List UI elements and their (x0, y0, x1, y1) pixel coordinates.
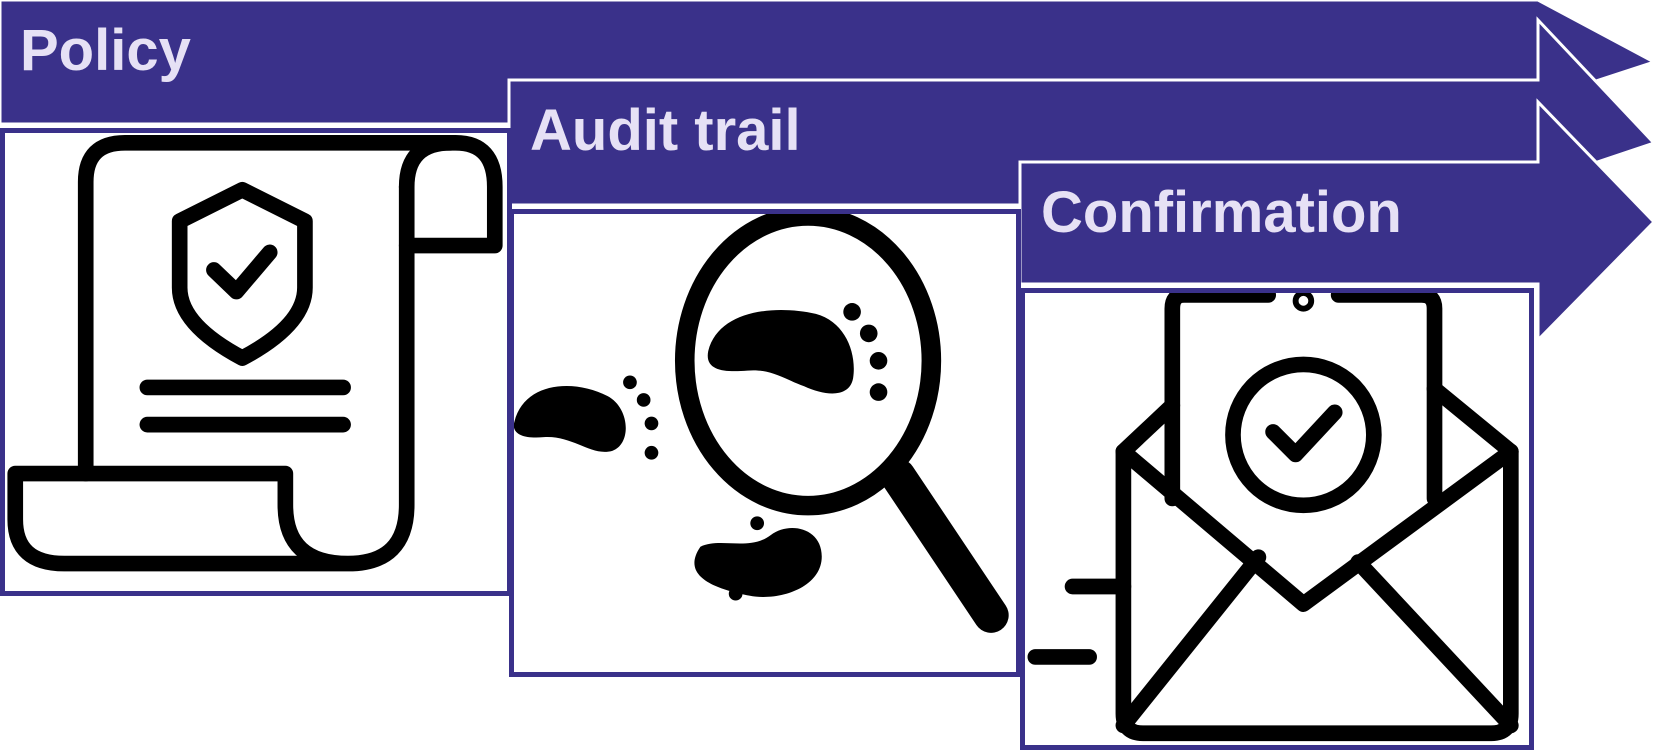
policy-scroll-icon (7, 134, 503, 572)
step-label-policy: Policy (20, 18, 191, 83)
policy-icon-frame (0, 128, 512, 596)
audit-trail-icon-frame (509, 209, 1021, 677)
confirmation-envelope-icon (1027, 293, 1519, 742)
confirmation-icon-frame (1020, 288, 1534, 750)
step-label-confirmation: Confirmation (1041, 180, 1402, 245)
audit-footprints-icon (514, 214, 1009, 633)
confirmation-banner-arrow (1018, 98, 1654, 344)
step-label-audit-trail: Audit trail (530, 98, 801, 163)
